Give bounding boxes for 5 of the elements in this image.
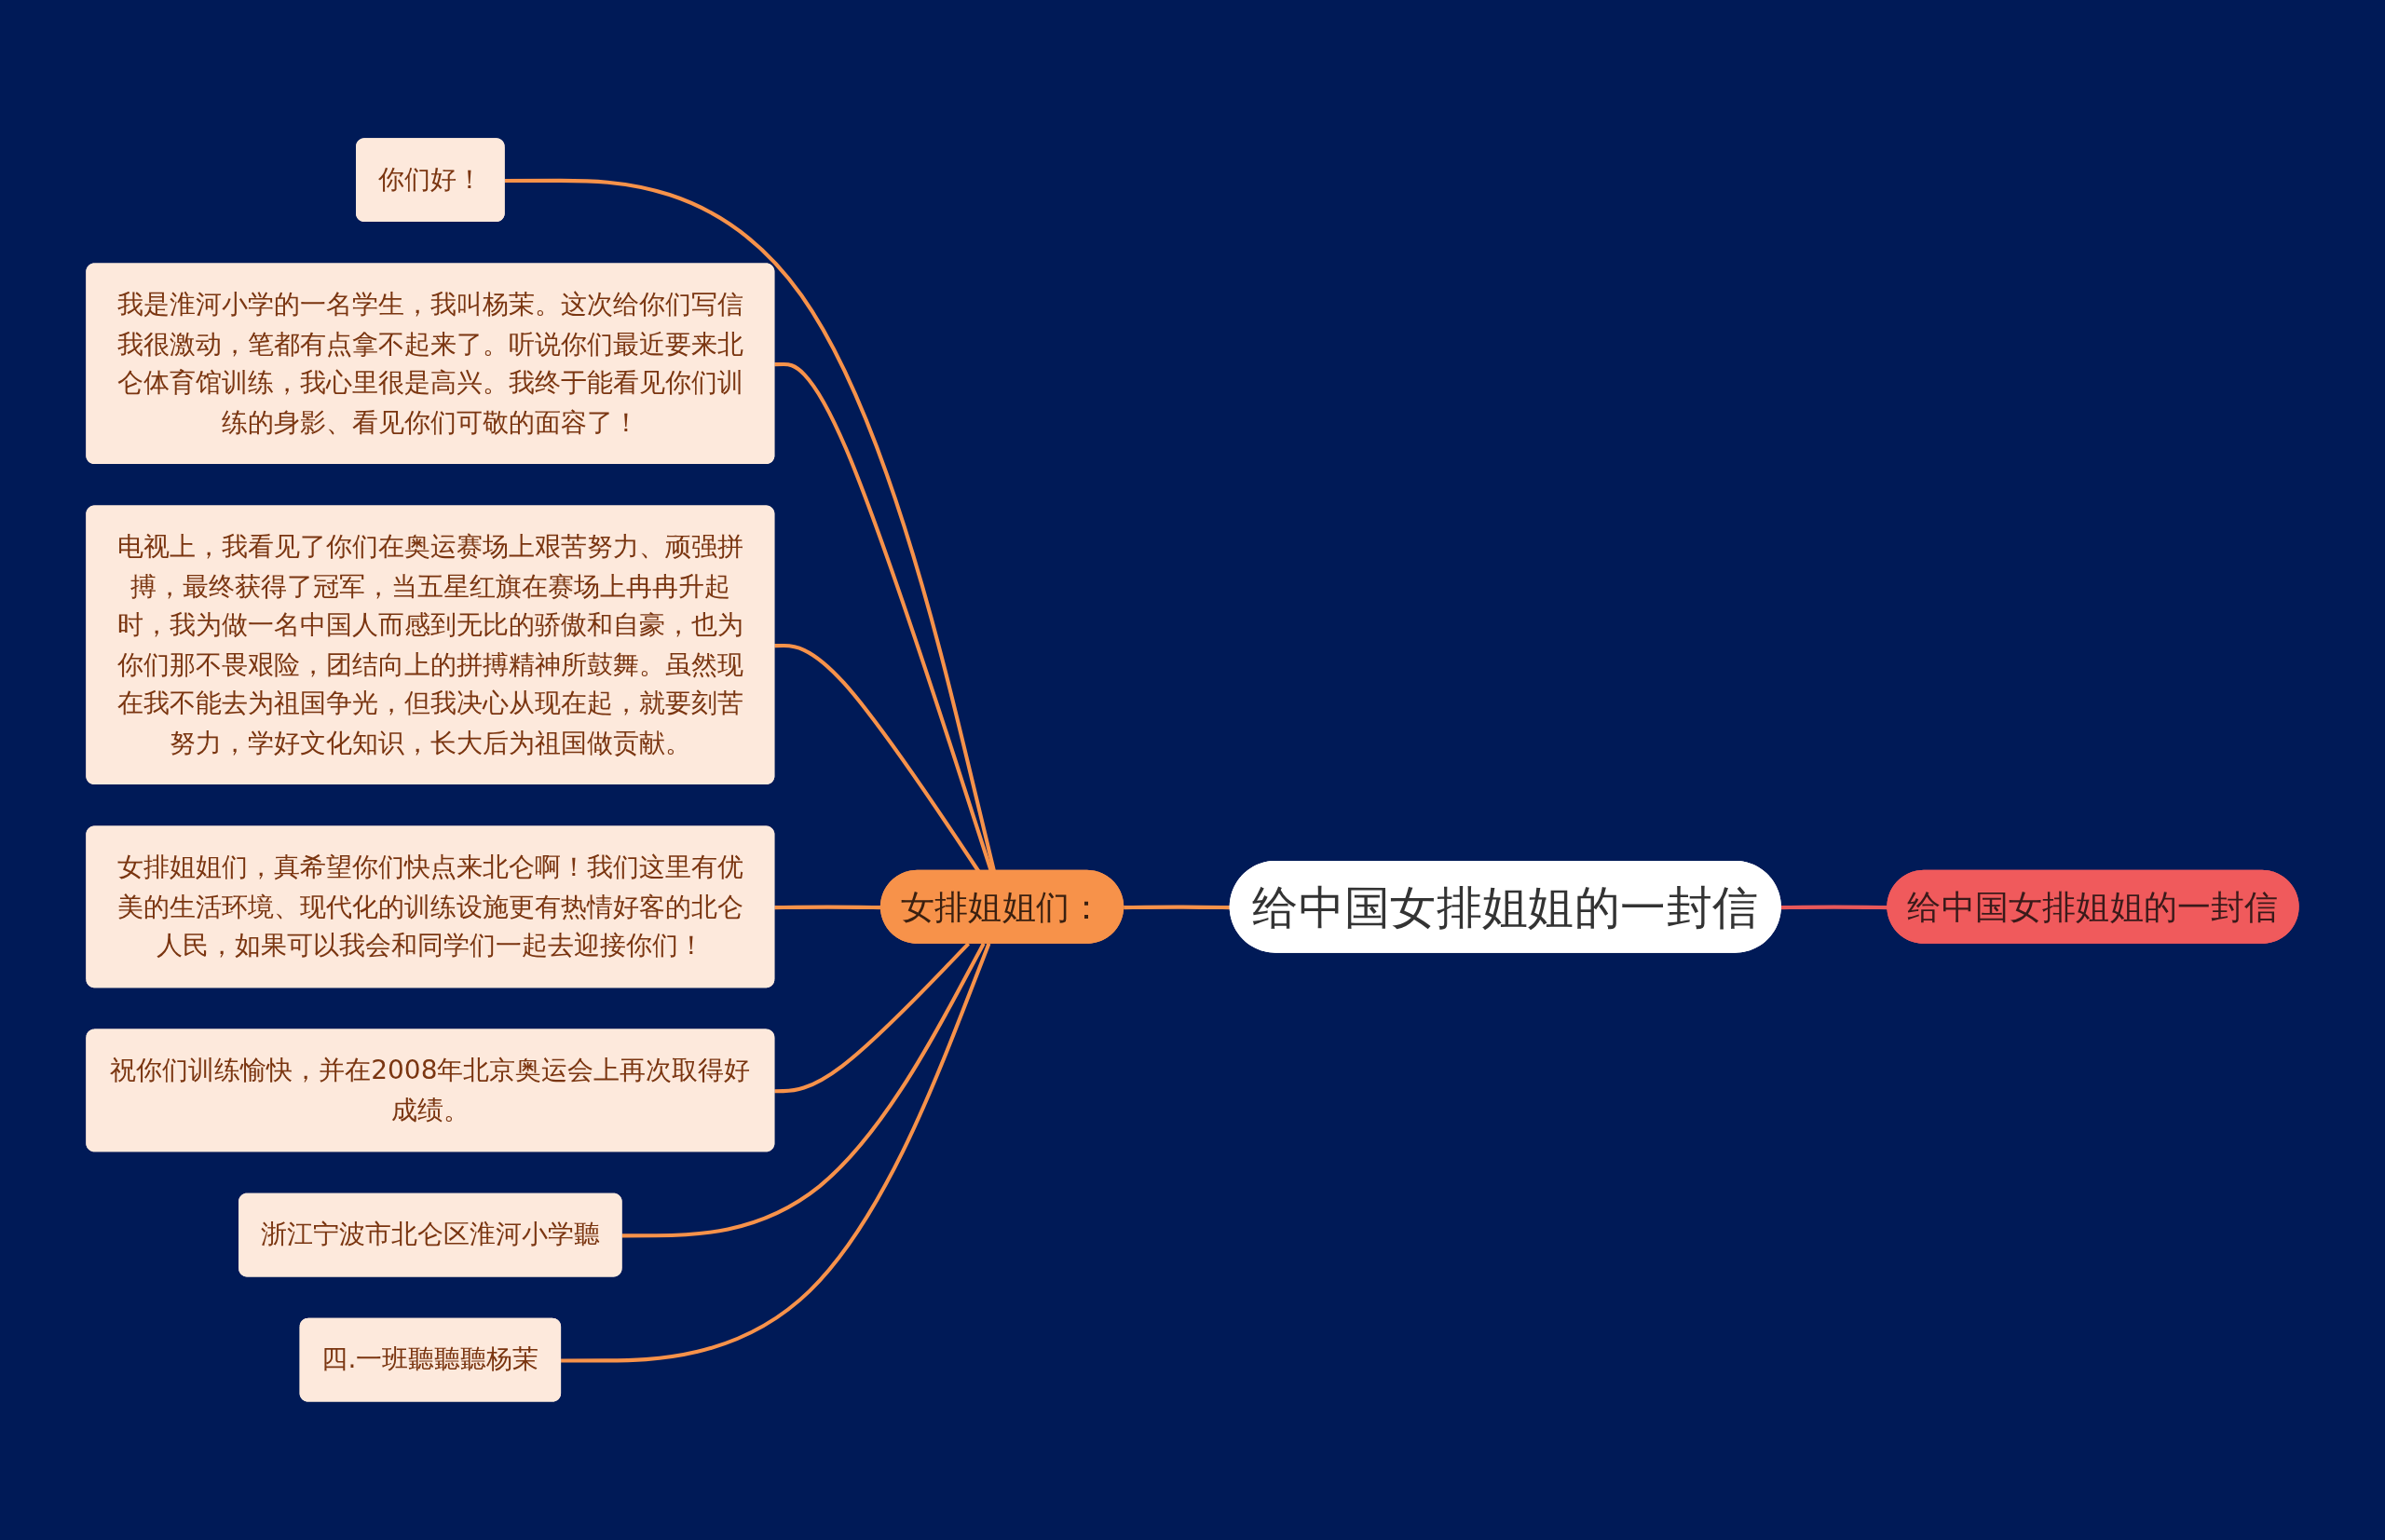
connector bbox=[774, 942, 971, 1094]
connector bbox=[621, 942, 986, 1238]
connector bbox=[561, 943, 991, 1363]
connector bbox=[504, 178, 997, 872]
connector bbox=[1780, 905, 1888, 910]
